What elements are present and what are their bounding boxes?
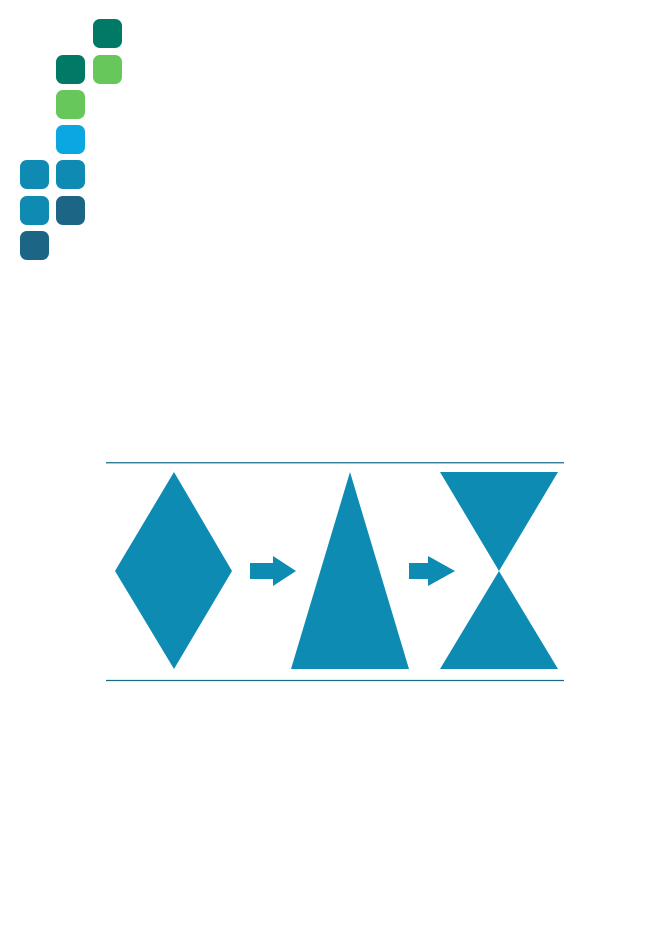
logo-tile-5 [56, 125, 85, 154]
diamond-shape [115, 472, 232, 669]
shape-transformation-diagram [106, 462, 564, 682]
logo-tile-2 [56, 55, 85, 84]
diagram-canvas [106, 462, 564, 682]
logo-tile-7 [56, 160, 85, 189]
hourglass-bottom-triangle [440, 571, 558, 669]
triangle-shape [291, 472, 409, 669]
hourglass-top-triangle [440, 472, 558, 571]
arrow-right-icon [409, 556, 455, 586]
logo-tile-3 [93, 55, 122, 84]
logo-tile-8 [20, 196, 49, 225]
logo-tile-6 [20, 160, 49, 189]
logo-tile-10 [20, 231, 49, 260]
logo-tile-9 [56, 196, 85, 225]
brand-logo [0, 0, 140, 270]
logo-tile-4 [56, 90, 85, 119]
logo-tile-1 [93, 19, 122, 48]
arrow-right-icon [250, 556, 296, 586]
